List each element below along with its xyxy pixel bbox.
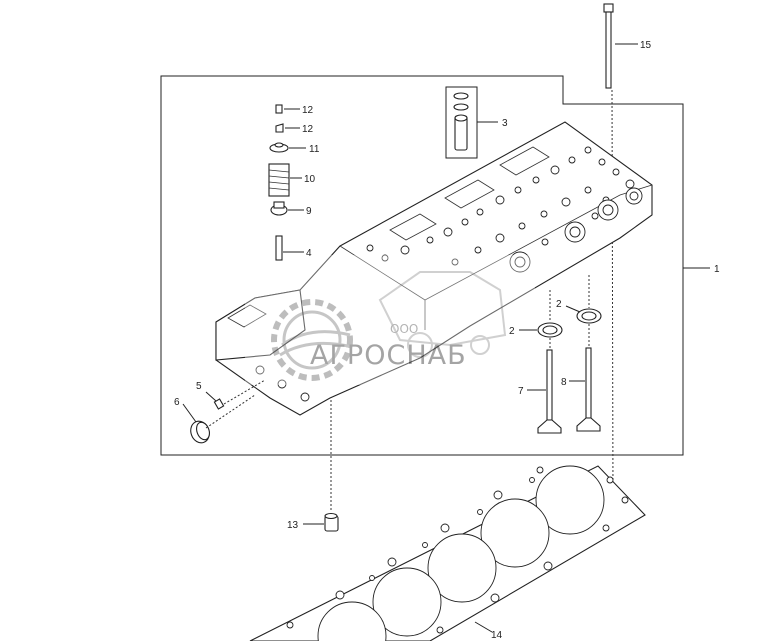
assembly-frame: [160, 75, 684, 456]
valve-guide-set: [445, 86, 498, 159]
head-bolt-part: [603, 3, 614, 501]
plug-and-seal: [182, 379, 266, 444]
dowel-part: [303, 400, 339, 532]
watermark-company-form: ООО: [390, 322, 418, 336]
callout-5: 5: [196, 381, 202, 392]
callout-2-lower: 2: [509, 326, 515, 337]
callout-6: 6: [174, 397, 180, 408]
watermark-brand: АГРОСНАБ: [310, 340, 467, 371]
callout-4: 4: [306, 248, 312, 259]
callout-3: 3: [502, 118, 508, 129]
valve-seat-inserts: [519, 275, 602, 338]
callout-8: 8: [561, 377, 567, 388]
valves: [527, 324, 601, 434]
watermark: ООО АГРОСНАБ: [245, 255, 535, 385]
head-gasket-part: [249, 465, 646, 641]
callout-12-lower: 12: [302, 124, 314, 135]
callout-1: 1: [714, 264, 720, 275]
callout-14: 14: [491, 630, 503, 641]
callout-15: 15: [640, 40, 652, 51]
callout-13: 13: [287, 520, 299, 531]
callout-11: 11: [309, 144, 320, 155]
callout-12-upper: 12: [302, 105, 314, 116]
callout-9: 9: [306, 206, 312, 217]
callout-2-upper: 2: [556, 299, 562, 310]
callout-10: 10: [304, 174, 316, 185]
callout-7: 7: [518, 386, 524, 397]
watermark-gear-icon: [271, 299, 353, 381]
watermark-combine-icon: [378, 271, 507, 358]
valve-train-stack: [268, 104, 306, 261]
